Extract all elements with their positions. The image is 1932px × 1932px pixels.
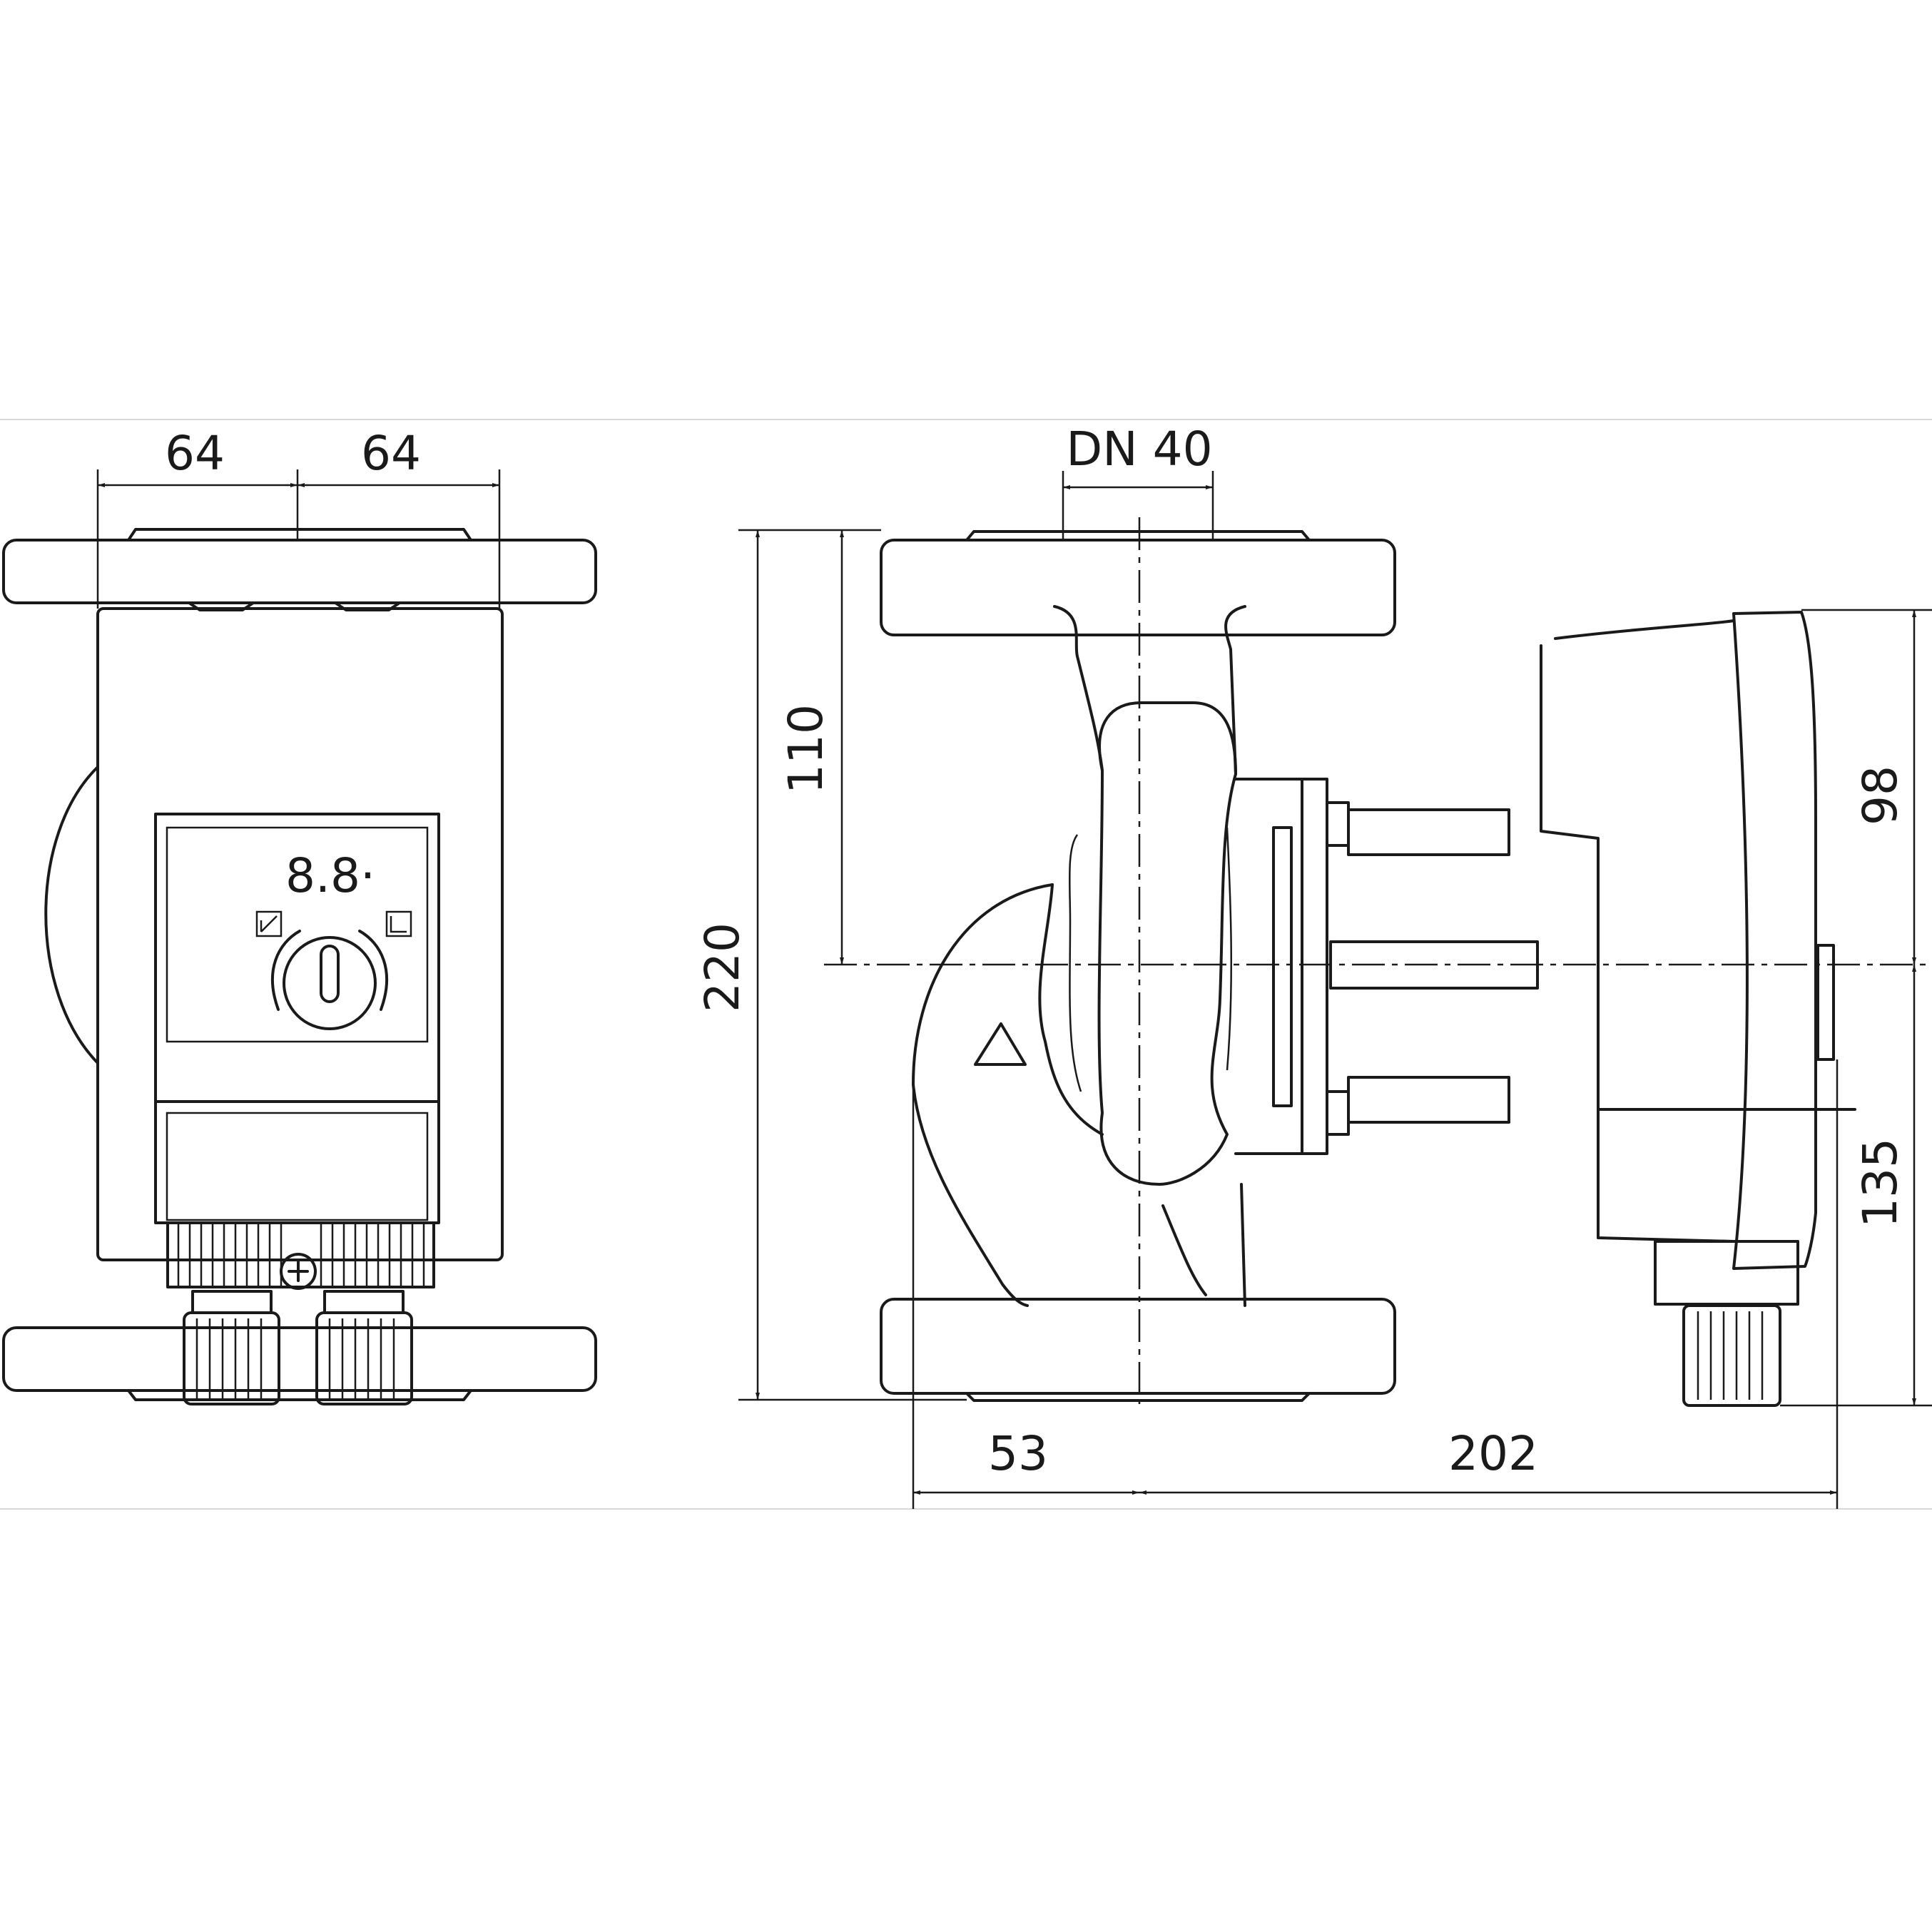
dim-label-axis-to-flange: 110 [778, 704, 833, 794]
side-bottom-flange [880, 1298, 1396, 1395]
dim-motor-below: 135 [1780, 965, 1932, 1407]
motor-housing [1540, 644, 1856, 1111]
front-top-flange [2, 539, 597, 604]
screw-icon [280, 1253, 317, 1290]
dim-dn: DN 40 [1062, 422, 1214, 540]
display-digits: 8.8· [285, 848, 375, 903]
dim-label-width-left: 64 [165, 426, 225, 481]
motor-stud-bottom [1347, 1076, 1510, 1124]
dim-flange-to-axis: 53 202 [912, 1059, 1839, 1509]
terminal-box [154, 1100, 440, 1224]
volute-casing [1097, 701, 1237, 1186]
dim-label-overall-height: 220 [695, 922, 750, 1012]
cable-gland-left [183, 1290, 280, 1405]
motor-flange-plate [1301, 778, 1328, 1155]
front-bottom-flange [2, 1326, 597, 1392]
dim-label-width-right: 64 [361, 426, 421, 481]
front-view: 8.8· [2, 528, 597, 1405]
dim-label-axis-to-motor-end: 202 [1448, 1426, 1538, 1481]
dim-label-dn: DN 40 [1066, 422, 1212, 477]
side-cable-gland [1682, 1304, 1781, 1407]
side-view [880, 530, 1856, 1407]
cable-gland-right [315, 1290, 413, 1405]
front-housing [96, 607, 504, 1261]
side-connector [1654, 1240, 1799, 1306]
dim-axis-to-flange: 110 [778, 530, 844, 965]
motor-stud-top [1347, 808, 1510, 856]
dim-motor-above: 98 [1801, 609, 1932, 965]
front-motor-bulge [44, 766, 99, 1064]
dim-front-width: 64 64 [96, 426, 501, 609]
dim-label-motor-above: 98 [1853, 766, 1908, 825]
mode-icon-left [255, 910, 283, 937]
control-knob[interactable] [271, 930, 388, 1030]
inlet-elbow [912, 883, 1054, 1307]
motor-cap [1732, 611, 1817, 1270]
dim-label-motor-below: 135 [1853, 1138, 1908, 1228]
mode-icon-right [385, 910, 412, 937]
side-top-flange [880, 539, 1396, 636]
dim-label-flange-to-axis: 53 [988, 1426, 1048, 1481]
dim-overall-height: 220 [695, 529, 967, 1401]
flow-direction-icon [974, 1022, 1027, 1066]
